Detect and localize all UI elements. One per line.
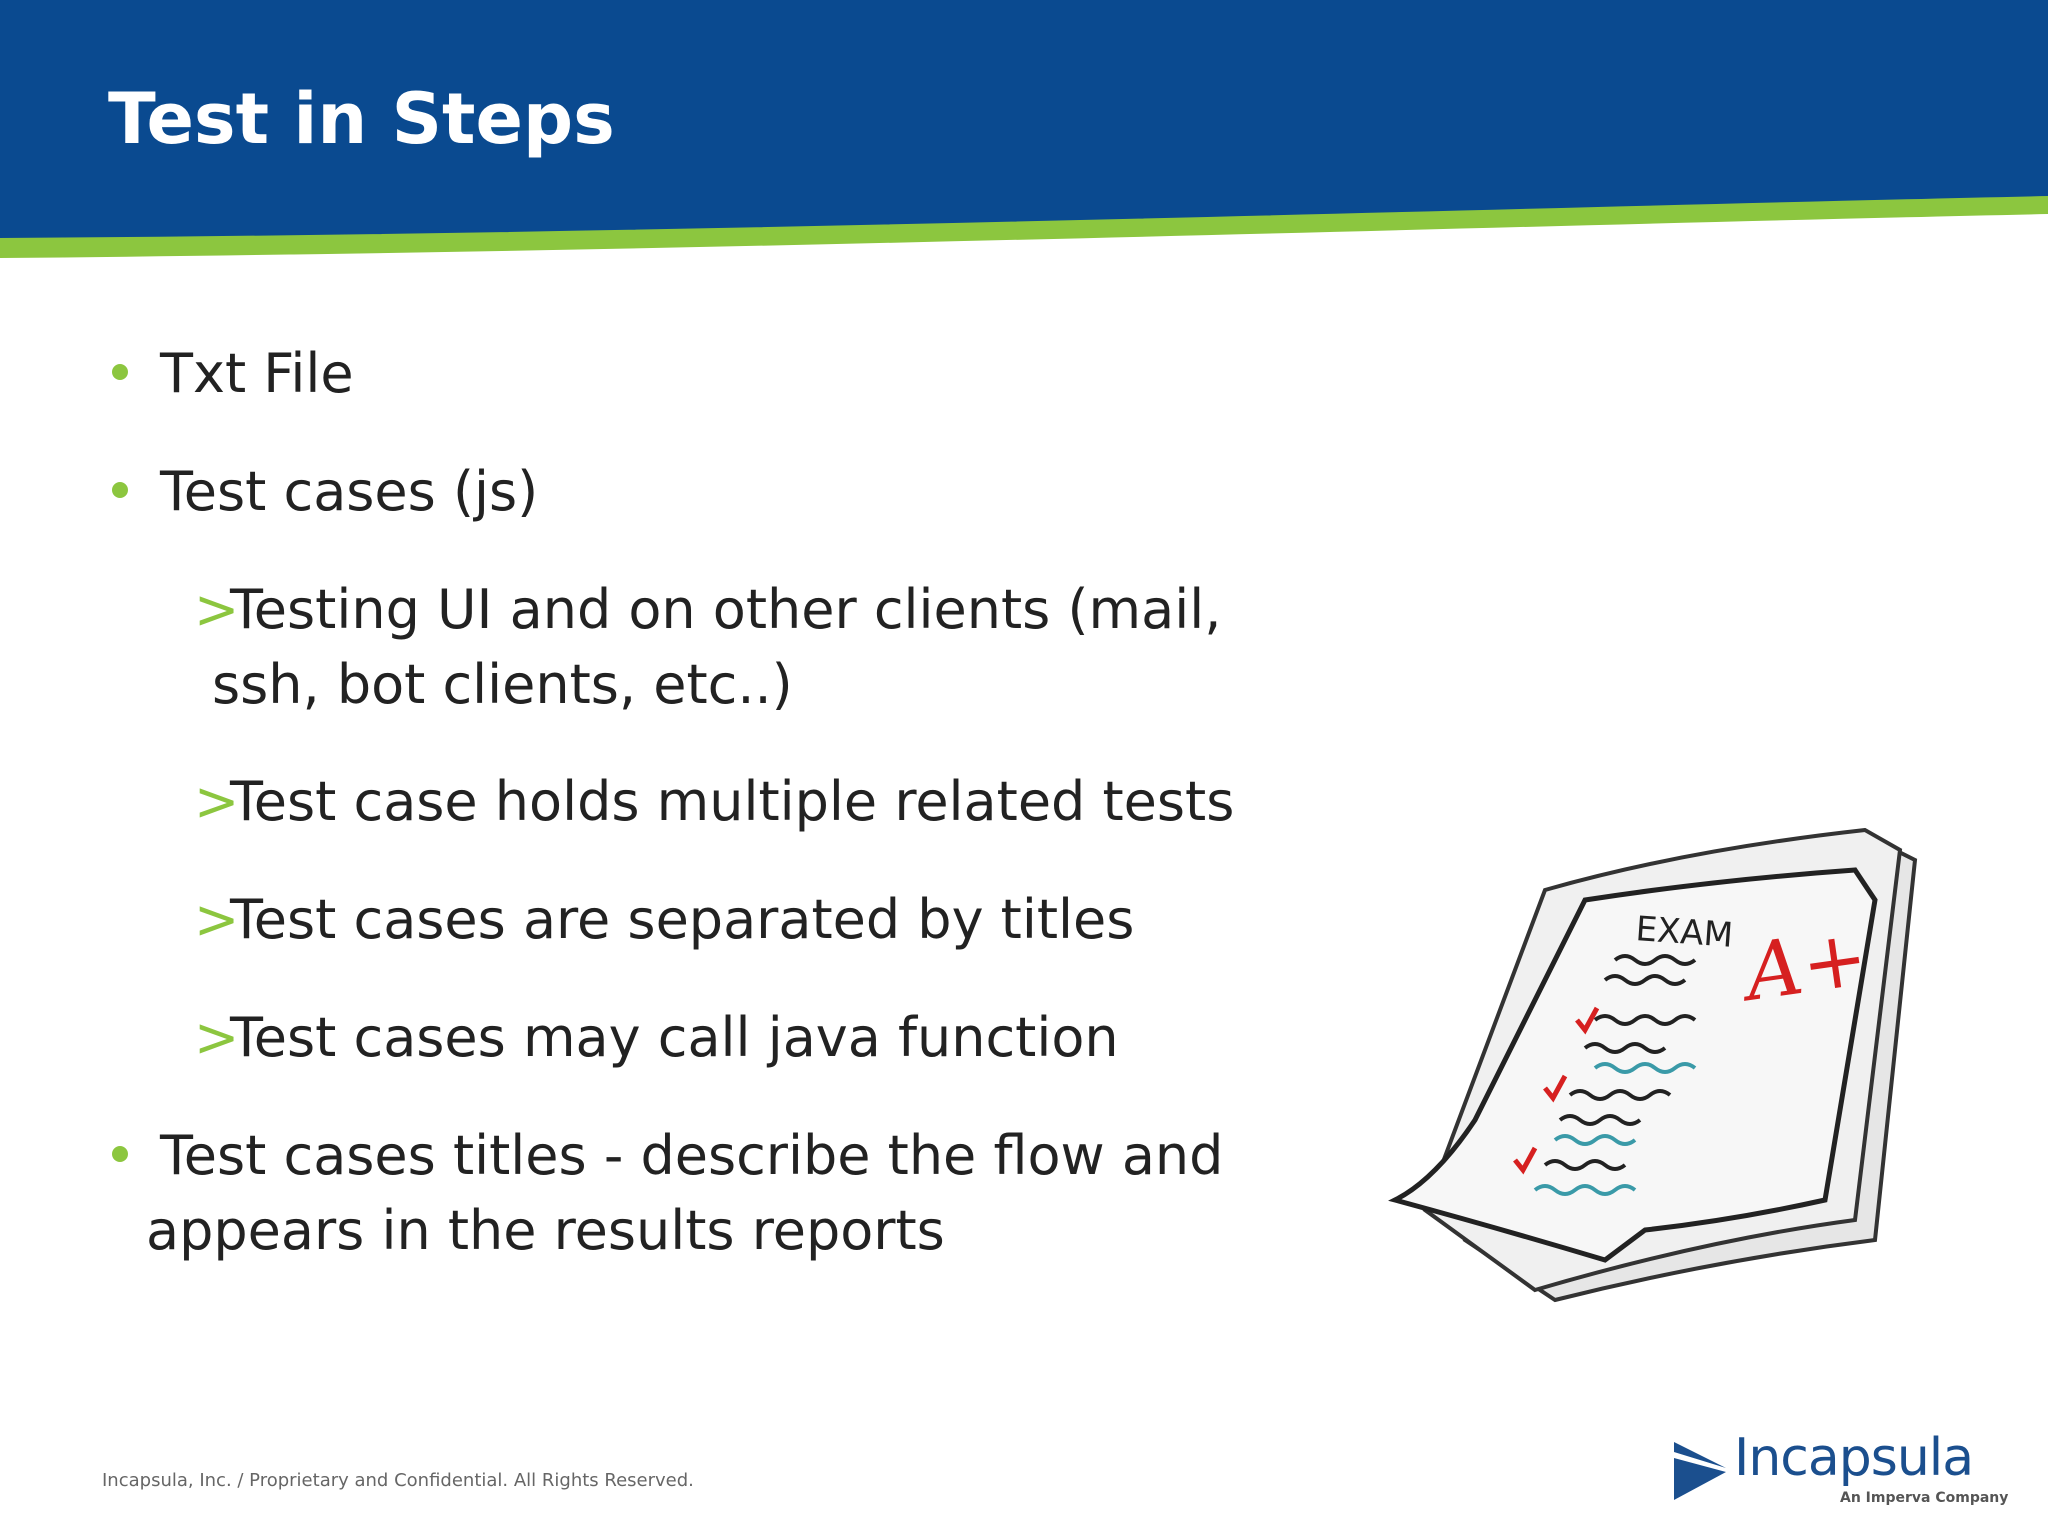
slide-title: Test in Steps [108, 78, 615, 160]
sub-bullet-item: Test cases may call java function [230, 1006, 1119, 1069]
sub-bullet-marker: > [194, 1006, 240, 1069]
sub-bullet-marker: > [194, 888, 240, 951]
header-band [0, 0, 2048, 258]
bullet-item-continued: appears in the results reports [146, 1199, 945, 1262]
bullet-item: Txt File [160, 342, 354, 405]
sub-bullet-marker: > [194, 578, 240, 641]
bullet-dot [112, 482, 128, 498]
exam-heading: EXAM [1634, 909, 1734, 956]
logo-tagline: An Imperva Company [1840, 1490, 2009, 1506]
bullet-dot [112, 364, 128, 380]
bullet-item: Test cases titles - describe the flow an… [160, 1124, 1224, 1187]
sub-bullet-item: Test cases are separated by titles [230, 888, 1135, 951]
logo-name: Incapsula [1734, 1428, 1974, 1488]
sub-bullet-marker: > [194, 770, 240, 833]
sub-bullet-item-continued: ssh, bot clients, etc..) [212, 653, 793, 716]
footer-copyright: Incapsula, Inc. / Proprietary and Confid… [102, 1470, 694, 1491]
sub-bullet-item: Testing UI and on other clients (mail, [230, 578, 1222, 641]
bullet-item: Test cases (js) [160, 460, 539, 523]
company-logo: Incapsula An Imperva Company [1672, 1428, 2008, 1506]
exam-paper-icon: EXAM A+ [1388, 827, 1918, 1303]
exam-grade: A+ [1734, 913, 1873, 1020]
bullet-dot [112, 1146, 128, 1162]
logo-mark-icon [1674, 1442, 1726, 1500]
sub-bullet-item: Test case holds multiple related tests [230, 770, 1235, 833]
